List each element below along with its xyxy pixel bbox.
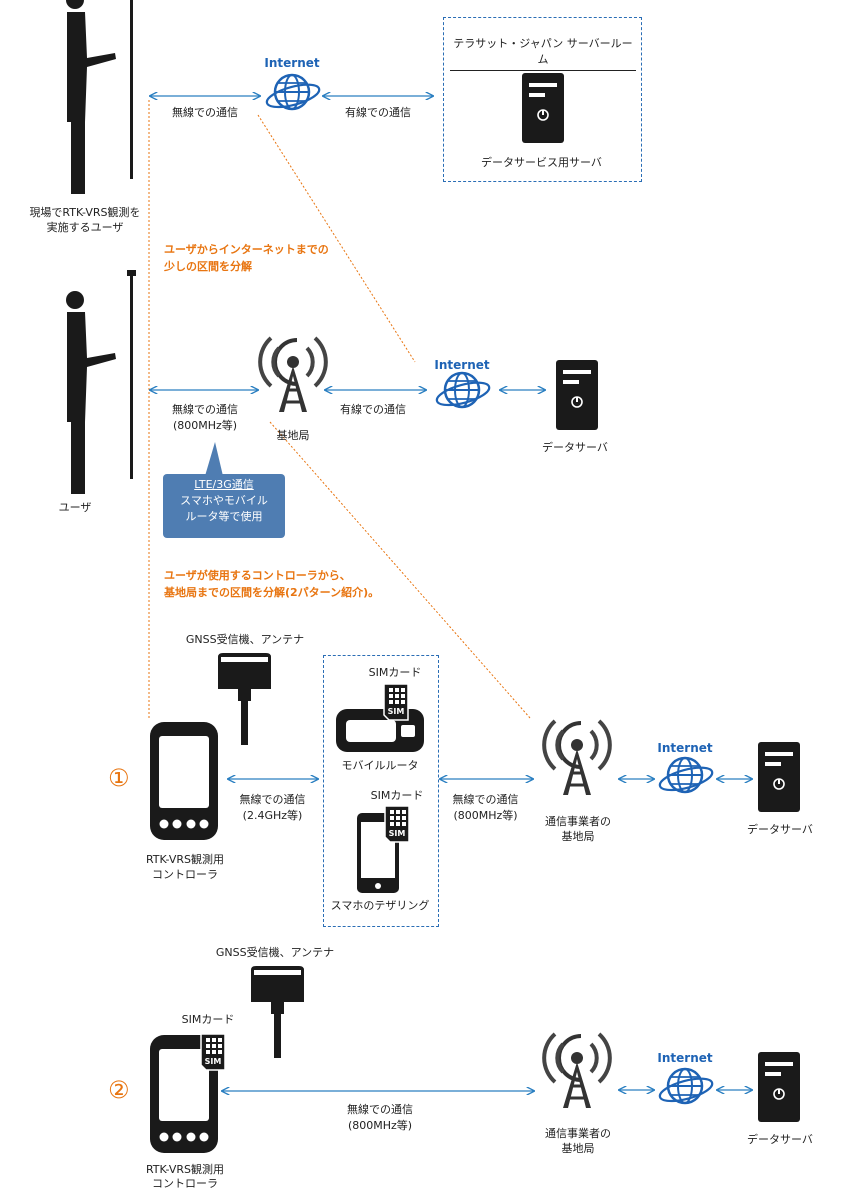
smartphone-tethering-label: スマホのテザリング (330, 899, 430, 912)
band-label: (800MHz等) (347, 1119, 413, 1132)
annotation-split-2-line2: 基地局までの区間を分解(2パターン紹介)。 (164, 586, 380, 599)
sim-card-label: SIMカード (370, 789, 424, 802)
server-room-box (443, 17, 642, 182)
server-icon (757, 741, 801, 813)
sim-text: SIM (387, 707, 405, 716)
band-label: (800MHz等) (453, 809, 518, 822)
callout-line-3: ルータ等で使用 (185, 510, 263, 523)
controller-device-icon (150, 722, 218, 840)
sim-text: SIM (388, 829, 406, 838)
user-figure (66, 270, 136, 494)
device-options-box (323, 655, 439, 927)
orange-dotted-diagonal-2 (269, 421, 531, 719)
pattern-1-marker: ① (108, 764, 130, 792)
sim-card-label: SIMカード (368, 666, 422, 679)
server-icon (555, 359, 599, 431)
base-station-label: 基地局 (276, 429, 310, 442)
server-room-title: テラサット・ジャパン サーバールーム (450, 35, 636, 71)
wireless-label: 無線での通信 (172, 403, 238, 416)
controller-label-1: RTK-VRS観測用 (145, 1163, 225, 1176)
callout-pointer (205, 442, 223, 476)
callout-title: LTE/3G通信 (194, 478, 254, 491)
internet-label: Internet (434, 358, 490, 372)
controller-label-1: RTK-VRS観測用 (145, 853, 225, 866)
lte-callout: LTE/3G通信 スマホやモバイル ルータ等で使用 (163, 474, 285, 538)
wired-label: 有線での通信 (345, 106, 411, 119)
internet-label: Internet (657, 741, 713, 755)
annotation-split-1-line2: 少しの区間を分解 (164, 260, 252, 273)
base-station-tower-icon (258, 336, 328, 414)
user-figure-field (66, 0, 136, 194)
field-user-label-1: 現場でRTK-VRS観測を (29, 206, 141, 219)
internet-globe-icon (656, 1067, 716, 1107)
gnss-label: GNSS受信機、アンテナ (215, 946, 335, 959)
sim-text: SIM (204, 1057, 222, 1066)
internet-globe-icon (263, 73, 323, 113)
pattern-2-marker: ② (108, 1076, 130, 1104)
gnss-antenna-icon (218, 653, 271, 745)
carrier-label-1: 通信事業者の (545, 815, 611, 828)
sim-card-label: SIMカード (181, 1013, 235, 1026)
orange-dotted-diagonal-1 (257, 114, 416, 363)
internet-label: Internet (657, 1051, 713, 1065)
carrier-tower-icon (542, 1032, 612, 1110)
data-server-label: データサーバ (542, 441, 608, 454)
data-server-label: データサーバ (747, 823, 813, 836)
wireless-label: 無線での通信 (239, 793, 306, 806)
internet-label: Internet (264, 56, 320, 70)
wireless-label: 無線での通信 (347, 1103, 413, 1116)
gnss-antenna-icon (251, 966, 304, 1058)
controller-label-2: コントローラ (152, 868, 218, 881)
wireless-label: 無線での通信 (452, 793, 519, 806)
band-label: (2.4GHz等) (242, 809, 303, 822)
gnss-label: GNSS受信機、アンテナ (185, 633, 305, 646)
annotation-split-2-line1: ユーザが使用するコントローラから、 (164, 569, 351, 582)
mobile-router-label: モバイルルータ (341, 759, 419, 772)
field-user-label-2: 実施するユーザ (46, 221, 124, 234)
wireless-label: 無線での通信 (172, 106, 238, 119)
user-label: ユーザ (58, 501, 92, 514)
data-server-label: データサーバ (747, 1133, 813, 1146)
server-icon (757, 1051, 801, 1123)
data-service-server-label: データサービス用サーバ (481, 156, 602, 169)
annotation-split-1-line1: ユーザからインターネットまでの (164, 243, 329, 256)
carrier-tower-icon (542, 719, 612, 797)
carrier-label-1: 通信事業者の (545, 1127, 611, 1140)
carrier-label-2: 基地局 (561, 830, 595, 843)
internet-globe-icon (656, 756, 716, 796)
wired-label: 有線での通信 (340, 403, 406, 416)
callout-line-2: スマホやモバイル (180, 494, 268, 507)
carrier-label-2: 基地局 (561, 1142, 595, 1155)
band-label: (800MHz等) (172, 419, 238, 432)
internet-globe-icon (433, 371, 493, 411)
controller-label-2: コントローラ (152, 1177, 218, 1190)
